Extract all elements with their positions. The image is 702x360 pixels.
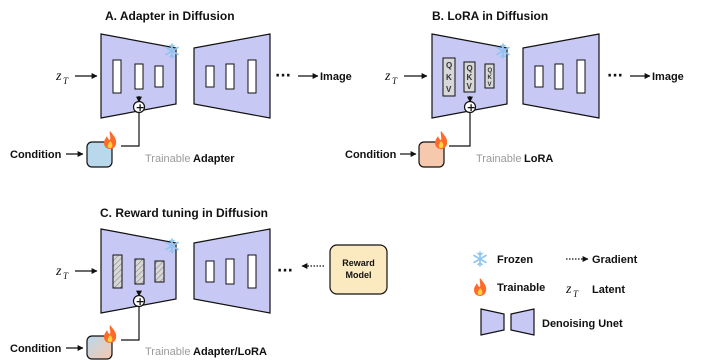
panel-a-decoder-layer xyxy=(247,59,257,94)
plus-circle-icon xyxy=(132,294,146,308)
plus-sign: + xyxy=(136,101,145,114)
legend-unet-encoder xyxy=(480,308,505,336)
legend-gradient: Gradient xyxy=(592,254,638,266)
panel-c-tuned-layer xyxy=(134,258,145,285)
panel-b-latent-sub: T xyxy=(392,76,398,86)
panel-b-k2: K xyxy=(467,73,473,82)
panel-b-k3: K xyxy=(488,75,493,81)
panel-a-title: A. Adapter in Diffusion xyxy=(105,9,235,23)
panel-b-q2: Q xyxy=(467,64,473,73)
panel-a-latent-label: z xyxy=(55,69,62,84)
panel-b-k: K xyxy=(446,73,452,82)
panel-c-tuned-layer xyxy=(154,260,165,283)
panel-b-v2: V xyxy=(467,82,473,91)
legend-frozen: Frozen xyxy=(497,254,533,266)
panel-b-v: V xyxy=(446,85,452,94)
panel-b-output-label: Image xyxy=(652,71,684,83)
legend-latent-sub: T xyxy=(573,289,579,299)
panel-b-lora-layer xyxy=(463,61,476,93)
panel-b-lora-layer xyxy=(484,63,495,89)
panel-c-adapter-link xyxy=(121,307,140,341)
panel-a-adapter-link xyxy=(121,113,140,147)
plus-circle-icon xyxy=(132,100,146,114)
snowflake-icon xyxy=(473,251,487,267)
legend-latent: Latent xyxy=(592,284,625,296)
legend-latent-symbol: z xyxy=(565,282,572,297)
panel-c-condition-label: Condition xyxy=(10,343,62,355)
panel-b-trainable-prefix: Trainable xyxy=(476,153,521,165)
panel-a-condition-label: Condition xyxy=(10,149,62,161)
panel-a-ellipsis: ··· xyxy=(275,68,291,84)
panel-c-adapter-lora-block xyxy=(86,335,113,360)
panel-b-decoder-layer xyxy=(554,63,564,90)
panel-b-lora-layer xyxy=(442,57,456,97)
panel-b-q3: Q xyxy=(488,68,493,74)
panel-b-condition-label: Condition xyxy=(345,149,397,161)
panel-b-lora-block xyxy=(418,141,445,168)
reward-model-line1: Reward xyxy=(342,258,375,268)
panel-a-encoder-layer xyxy=(134,63,144,90)
panel-c-trainable-prefix: Trainable xyxy=(145,346,190,358)
legend-unet-decoder xyxy=(510,308,535,336)
fire-icon xyxy=(474,278,487,296)
panel-a-adapter-block xyxy=(86,141,113,168)
panel-c-latent-sub: T xyxy=(63,271,69,281)
plus-circle-icon xyxy=(463,100,477,114)
panel-a-decoder-layer xyxy=(205,65,215,88)
panel-b-decoder-layer xyxy=(576,59,586,94)
panel-c-latent-label: z xyxy=(55,264,62,279)
panel-a-latent-sub: T xyxy=(63,76,69,86)
panel-a-trainable-name: Adapter xyxy=(193,153,235,165)
panel-a-encoder-layer xyxy=(112,59,122,94)
panel-b-trainable-name: LoRA xyxy=(524,153,553,165)
panel-a-trainable-prefix: Trainable xyxy=(145,153,190,165)
panel-a-encoder-layer xyxy=(154,65,164,88)
panel-c-trainable-name: Adapter/LoRA xyxy=(193,346,267,358)
plus-sign: + xyxy=(467,101,476,114)
plus-sign: + xyxy=(136,295,145,308)
panel-c-ellipsis: ··· xyxy=(277,263,293,279)
panel-b-title: B. LoRA in Diffusion xyxy=(432,9,548,23)
panel-b-q: Q xyxy=(446,61,452,70)
panel-b-decoder-layer xyxy=(534,65,544,88)
panel-b-v3: V xyxy=(488,82,492,88)
panel-c-decoder-layer xyxy=(225,258,235,285)
legend-denoising-unet: Denoising Unet xyxy=(542,318,623,330)
panel-b-lora-link xyxy=(449,113,471,147)
reward-model-block xyxy=(329,244,388,295)
panel-a-output-label: Image xyxy=(320,71,352,83)
panel-b-latent-label: z xyxy=(384,69,391,84)
panel-c-decoder-layer xyxy=(247,254,257,289)
panel-c-decoder-layer xyxy=(205,260,215,283)
panel-c-tuned-layer xyxy=(112,254,123,289)
reward-model-line2: Model xyxy=(346,270,372,280)
panel-a-decoder-layer xyxy=(225,63,235,90)
panel-b-ellipsis: ··· xyxy=(607,68,623,84)
legend-trainable: Trainable xyxy=(497,282,545,294)
panel-c-title: C. Reward tuning in Diffusion xyxy=(100,206,268,220)
